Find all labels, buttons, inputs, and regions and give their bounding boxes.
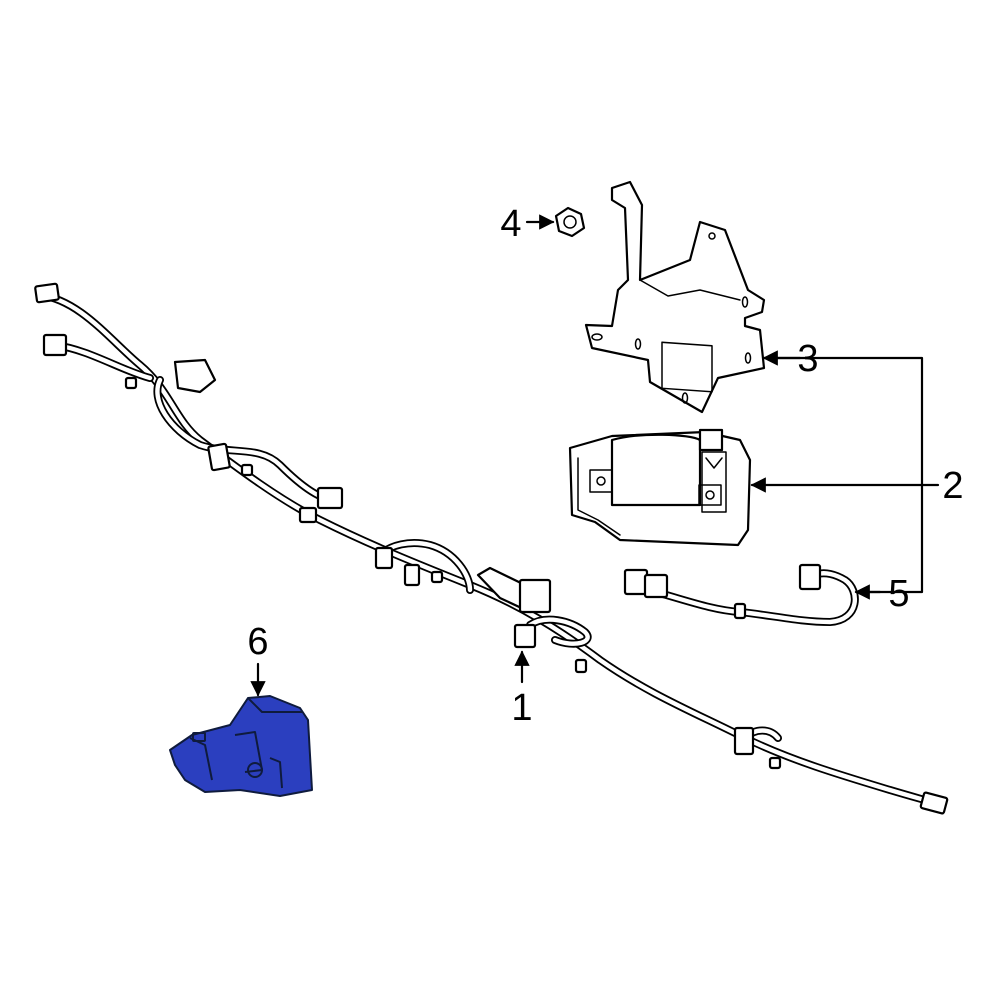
callout-4: 4 (500, 203, 521, 245)
camera-assembly[interactable] (169, 695, 313, 797)
callout-6: 6 (247, 621, 268, 663)
callout-3: 3 (797, 338, 818, 380)
nut[interactable] (554, 206, 586, 238)
control-module[interactable] (568, 428, 752, 547)
wiring-harness[interactable] (34, 282, 949, 815)
callout-1: 1 (511, 687, 532, 729)
mounting-bracket[interactable] (584, 180, 766, 414)
callout-5: 5 (888, 573, 909, 615)
leader-lines (250, 214, 940, 697)
module-harness[interactable] (623, 563, 859, 626)
callout-2: 2 (942, 465, 963, 507)
